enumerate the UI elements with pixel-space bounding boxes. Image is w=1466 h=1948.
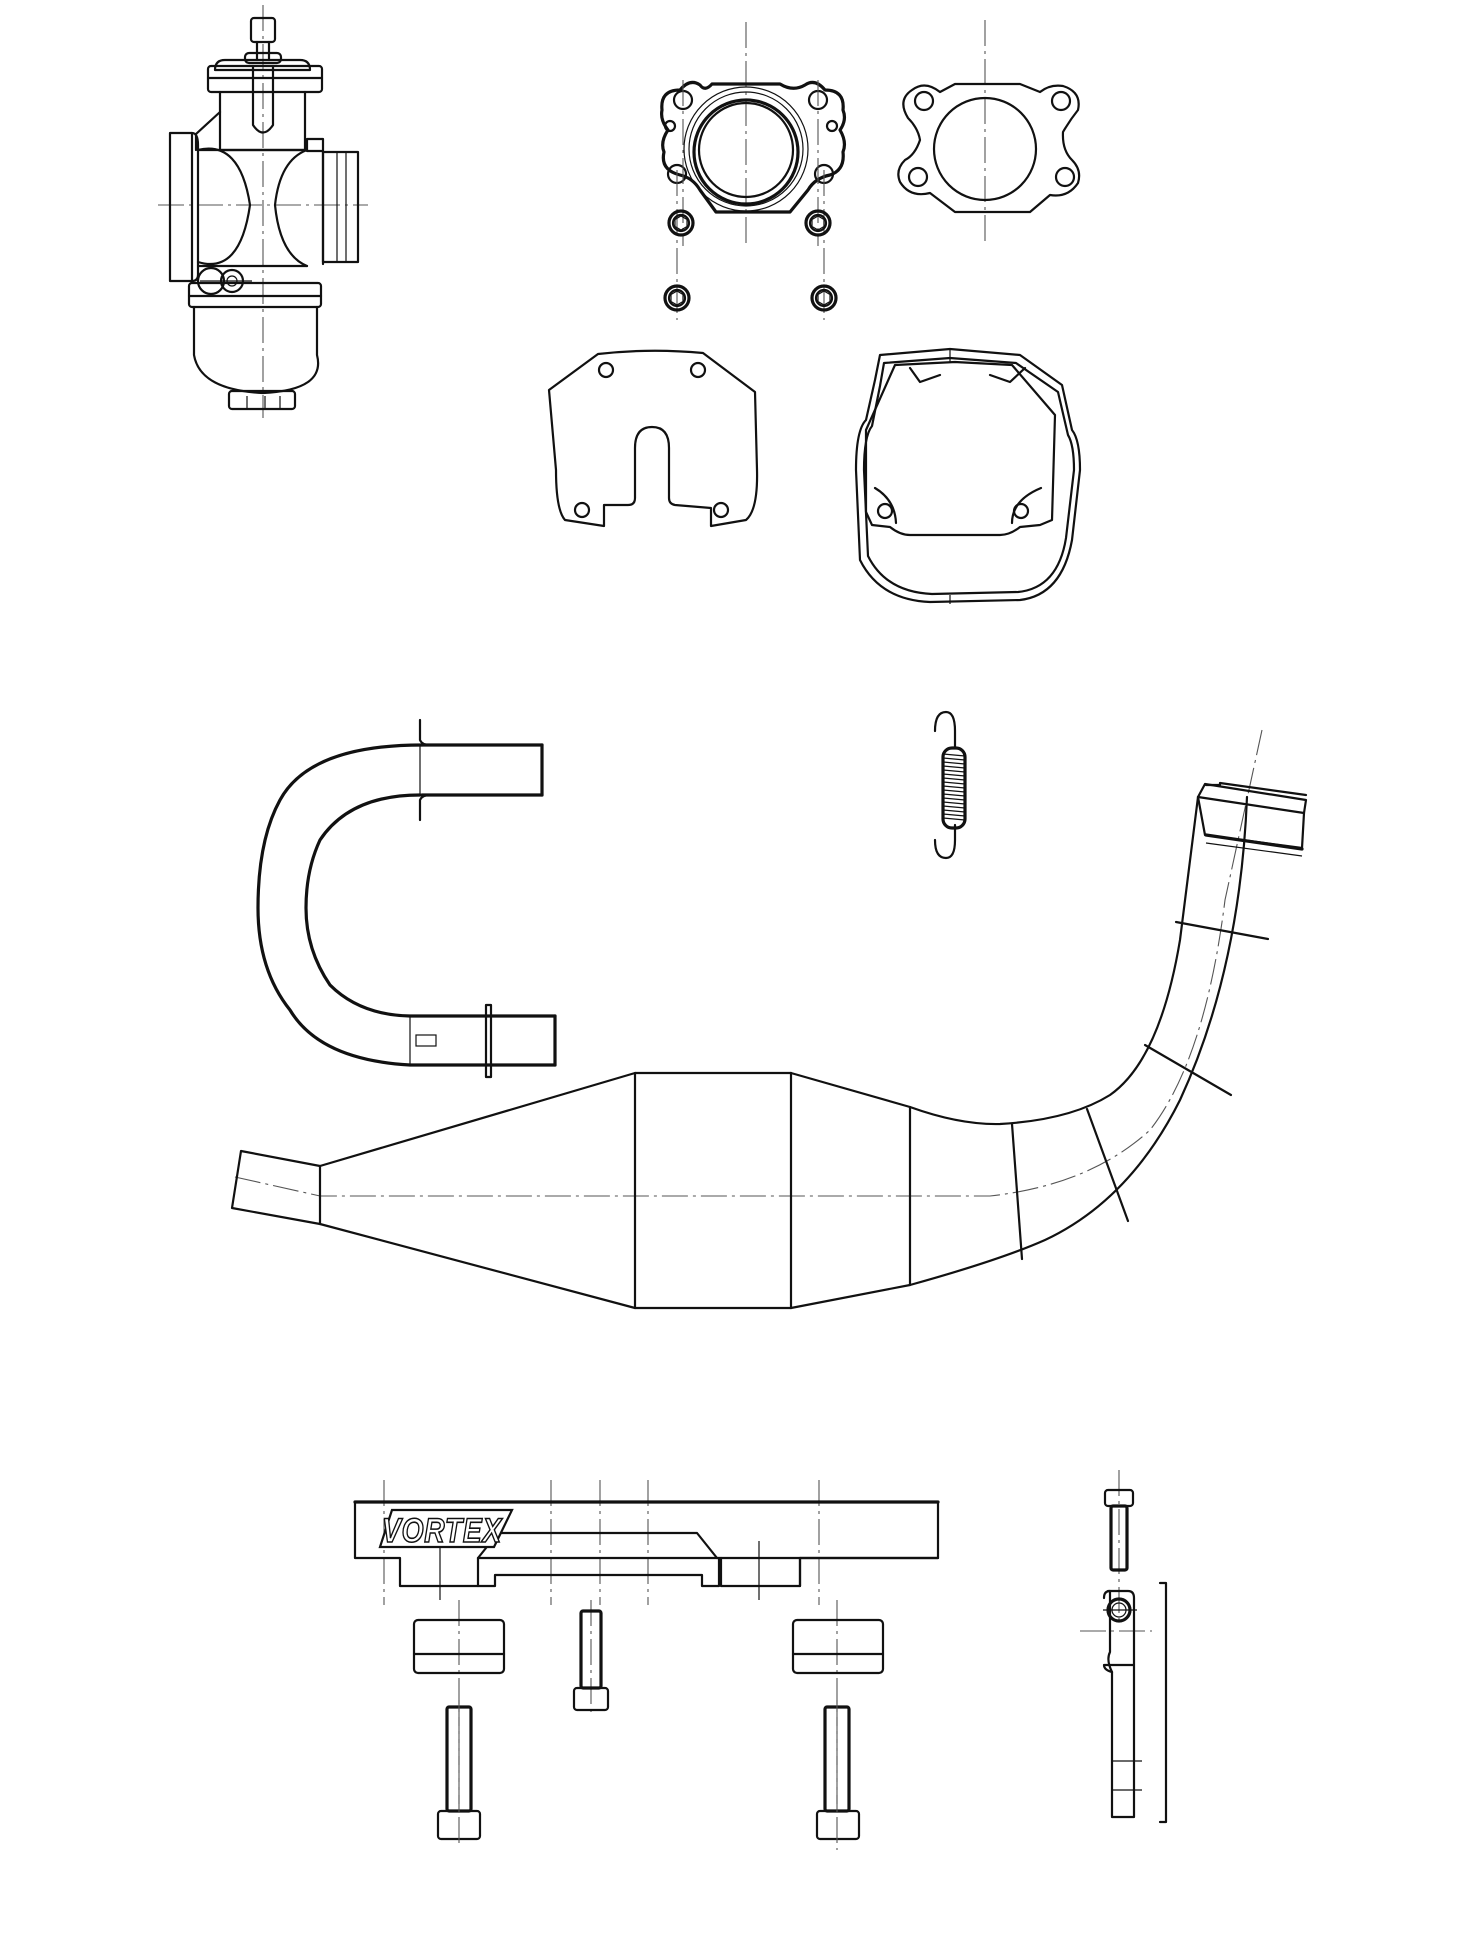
exhaust-spring — [933, 710, 967, 860]
nut-icon — [810, 284, 838, 312]
spacers — [412, 1600, 885, 1810]
nut-icon — [667, 209, 695, 237]
flange-nuts — [663, 209, 838, 312]
heat-shield-plate — [547, 349, 759, 528]
manifold-gasket — [897, 20, 1081, 246]
bolt-icon — [436, 1700, 482, 1845]
nut-icon — [804, 209, 832, 237]
bolt-icon — [1103, 1488, 1135, 1572]
intake-manifold — [660, 22, 847, 320]
carburetor — [158, 5, 368, 418]
vortex-logo: VORTEX — [378, 1508, 514, 1551]
spacer-block — [791, 1618, 885, 1675]
spring-coils — [942, 753, 966, 821]
expansion-chamber — [230, 729, 1308, 1310]
air-duct-housing — [854, 347, 1082, 604]
bolt-icon — [815, 1700, 861, 1850]
spacer-block — [412, 1618, 506, 1675]
mounting-bracket: VORTEX — [353, 1480, 940, 1605]
nut-icon — [663, 284, 691, 312]
bracket-bolts — [436, 1600, 861, 1850]
bolt-icon — [572, 1609, 610, 1712]
side-bracket — [1080, 1470, 1168, 1824]
u-pipe — [256, 718, 557, 1079]
logo-text: VORTEX — [382, 1512, 503, 1550]
